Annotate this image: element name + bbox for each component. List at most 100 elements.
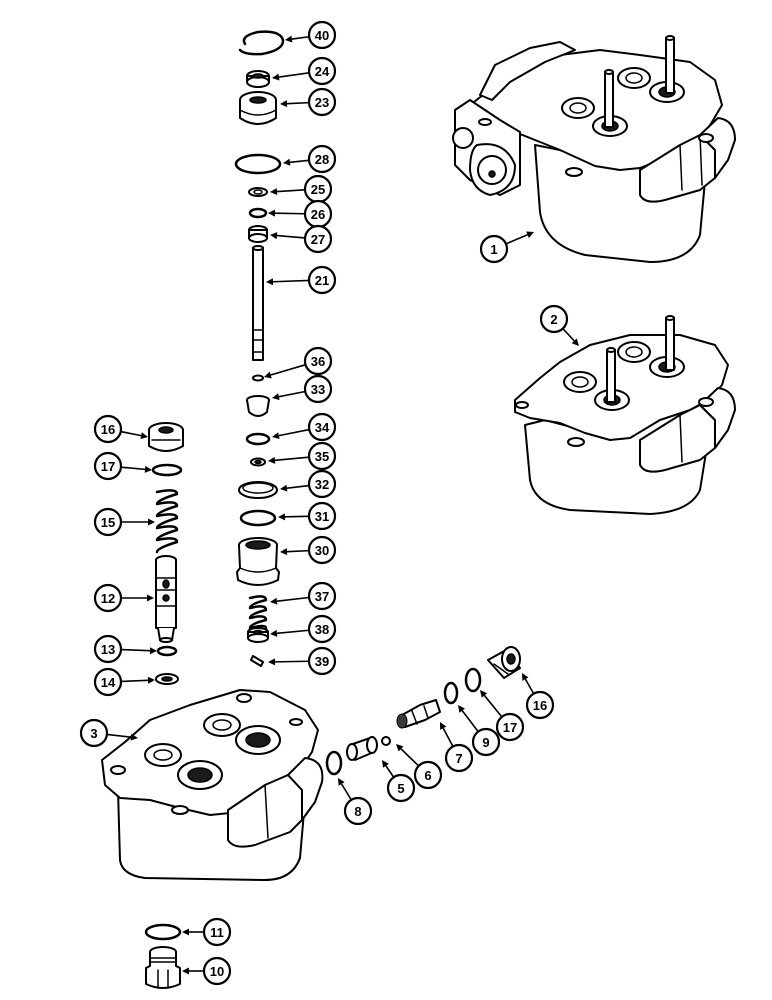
leader-line [286,549,310,553]
leader-line [289,159,310,164]
callout-number: 23 [315,95,329,110]
callout-balloon [307,56,337,86]
callout-balloon [539,304,569,334]
callout-balloon [307,265,337,295]
callout-number: 34 [315,420,330,435]
callout-balloon [307,469,337,499]
callout-number: 17 [101,459,115,474]
horizontal-parts [325,646,521,776]
leader-line [276,234,306,239]
leader-line [278,72,310,78]
callout-balloon [303,374,333,404]
leader-line [120,466,146,471]
arrowhead-icon [338,778,345,786]
callout-36: 36 [264,346,333,379]
callout-30: 30 [280,535,337,565]
callout-number: 30 [315,543,329,558]
callout-number: 17 [503,720,517,735]
callout-number: 28 [315,152,329,167]
callout-balloon [202,917,232,947]
arrowhead-icon [280,100,288,108]
leader-line [120,648,151,652]
callout-balloon [307,441,337,471]
callout-number: 9 [482,735,489,750]
callout-number: 12 [101,591,115,606]
leader-line [274,660,310,663]
arrowhead-icon [130,733,138,741]
leader-line [286,484,310,489]
callout-15: 15 [93,507,155,537]
callout-2: 2 [539,304,579,346]
callout-balloon [307,20,337,50]
callout-24: 24 [272,56,337,86]
arrowhead-icon [270,629,278,637]
arrowhead-icon [270,597,278,605]
callout-21: 21 [266,265,337,295]
center-stack-parts [234,30,285,667]
callout-10: 10 [182,956,232,986]
callout-balloon [303,224,333,254]
leader-line [274,212,306,215]
arrowhead-icon [270,188,278,196]
callout-40: 40 [285,20,337,50]
callout-number: 6 [424,768,431,783]
arrowhead-icon [480,690,488,698]
callout-number: 36 [311,354,325,369]
callout-11: 11 [182,917,232,947]
valve-body-3 [101,689,324,881]
callout-31: 31 [278,501,337,531]
callout-balloon [307,535,337,565]
callout-37: 37 [270,581,337,611]
arrowhead-icon [182,928,189,936]
arrowhead-icon [270,232,278,240]
arrowhead-icon [148,518,155,526]
leader-line [461,710,479,733]
callout-12: 12 [93,583,154,613]
callout-32: 32 [280,469,337,499]
callout-number: 24 [315,64,330,79]
callout-balloon [413,760,443,790]
callout-balloon [307,581,337,611]
callout-balloon [495,712,525,742]
callout-8: 8 [338,778,373,826]
arrowhead-icon [522,673,529,681]
arrowhead-icon [283,158,291,166]
arrowhead-icon [396,744,404,752]
callout-balloon [307,144,337,174]
callout-38: 38 [270,614,337,644]
callout-number: 35 [315,449,329,464]
callout-number: 27 [311,232,325,247]
callout-27: 27 [270,224,333,254]
callout-5: 5 [382,760,416,803]
callout-28: 28 [283,144,337,174]
callout-33: 33 [272,374,333,404]
callout-balloon [307,646,337,676]
arrowhead-icon [382,760,389,768]
arrowhead-icon [140,432,148,440]
arrowhead-icon [571,338,579,346]
arrowhead-icon [268,658,276,666]
callout-balloon [343,796,373,826]
leader-line [286,101,310,105]
callout-number: 11 [210,925,224,940]
arrowhead-icon [285,35,293,43]
callout-number: 3 [90,726,97,741]
callout-25: 25 [270,174,333,204]
callout-balloon [307,501,337,531]
leader-line [120,430,142,437]
arrowhead-icon [266,278,274,286]
callout-balloon [303,346,333,376]
callout-number: 25 [311,182,325,197]
leader-line [562,327,575,342]
callout-number: 2 [550,312,557,327]
callout-balloon [471,727,501,757]
callout-number: 8 [354,804,361,819]
callout-balloon [307,87,337,117]
leader-line [385,765,395,778]
callout-balloon [93,634,123,664]
callout-balloon [93,451,123,481]
callout-balloon [93,667,123,697]
leader-line [272,279,310,283]
callout-number: 5 [397,781,404,796]
